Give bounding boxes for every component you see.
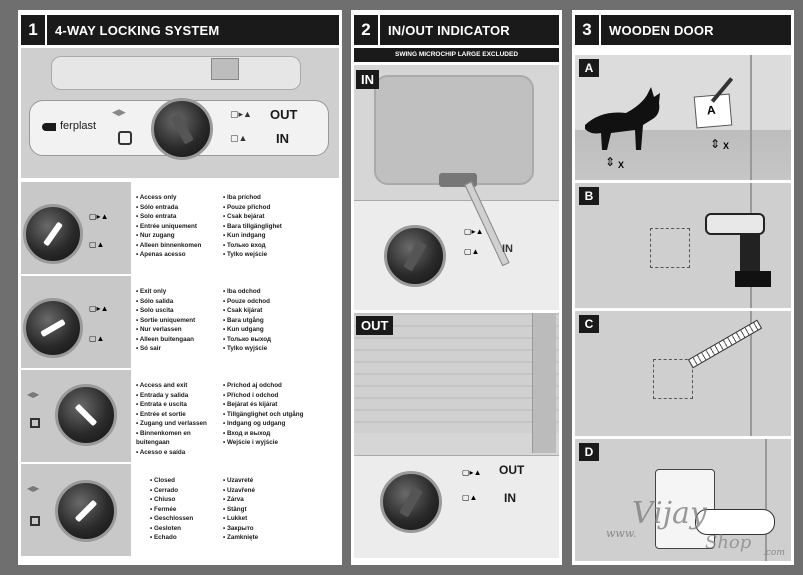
panel-header: 1 4-WAY LOCKING SYSTEM: [21, 15, 339, 45]
door-out-icon: ▢▸▲: [89, 304, 109, 313]
mode-closed-text-col2: UzavretéUzavřenéZárvaStängtLukketЗакрыто…: [223, 476, 258, 543]
panel-title: 4-WAY LOCKING SYSTEM: [55, 22, 220, 38]
door-in-icon: ▢▲: [89, 240, 105, 249]
hand-icon: [695, 509, 775, 535]
out-label: OUT: [270, 107, 298, 122]
watermark-shop: Shop: [705, 532, 752, 553]
lock-knob: [151, 98, 213, 160]
mode-closed-image: ◀▶: [21, 464, 131, 556]
lock-overview-image: ferplast ◀▶ ▢▸▲ ▢▲ OUT IN: [21, 48, 339, 178]
arrows-icon: ◀▶: [112, 107, 126, 117]
panel-number: 1: [21, 15, 47, 45]
panel-wooden-door: 3 WOODEN DOOR A ⇕ X ⇕ X A B C: [572, 10, 794, 565]
lock-icon: [30, 418, 40, 428]
mode-exit-image: ▢▸▲ ▢▲: [21, 276, 131, 368]
out-label: OUT: [499, 463, 525, 477]
mode-access-text-col1: Access onlySólo entradaSolo entrataEntré…: [136, 193, 202, 260]
step-c-label: C: [579, 315, 599, 333]
step-b-image: [575, 183, 791, 308]
in-label: IN: [504, 491, 516, 505]
mode-both-text-col2: Príchod aj odchodPříchod i odchodBejárat…: [223, 381, 333, 448]
panel-title: WOODEN DOOR: [609, 22, 714, 38]
panel-4-way-locking: 1 4-WAY LOCKING SYSTEM ferplast ◀▶ ▢▸▲ ▢…: [18, 10, 342, 565]
panel-in-out-indicator: 2 IN/OUT INDICATOR SWING MICROCHIP LARGE…: [351, 10, 562, 565]
door-in-icon: ▢▲: [230, 133, 248, 143]
watermark-com: .com: [763, 548, 785, 558]
mode-access-image: ▢▸▲ ▢▲: [21, 182, 131, 274]
step-a-label: A: [579, 59, 599, 77]
panel-title: IN/OUT INDICATOR: [388, 22, 510, 38]
indicator-in-image: ▢▸▲ ▢▲ IN: [354, 65, 559, 310]
lock-icon: [118, 131, 132, 145]
mode-closed-text-col1: ClosedCerradoChiusoFerméeGeschlossenGesl…: [150, 476, 193, 543]
mode-exit-text-col2: Iba odchodPouze odchodCsak kijáratBara u…: [223, 287, 271, 354]
panel-header: 2 IN/OUT INDICATOR: [354, 15, 559, 45]
watermark-www: www.: [606, 527, 637, 540]
door-out-icon: ▢▸▲: [89, 212, 109, 221]
watermark-name: Vijay: [632, 496, 707, 531]
drill-icon: [705, 213, 765, 235]
brand-logo: ferplast: [60, 120, 97, 132]
height-arrow-icon: ⇕: [605, 155, 616, 169]
in-tag: IN: [356, 70, 379, 89]
cat-silhouette: [585, 87, 660, 150]
mode-exit-text-col1: Exit onlySólo salidaSolo uscitaSortie un…: [136, 287, 196, 354]
panel-number: 2: [354, 15, 380, 45]
in-label: IN: [276, 131, 289, 146]
mode-both-image: ◀▶: [21, 370, 131, 462]
fish-logo-icon: [42, 123, 56, 131]
height-arrow-icon: ⇕: [710, 137, 721, 151]
arrows-icon: ◀▶: [27, 484, 40, 493]
panel-number: 3: [575, 15, 601, 45]
mode-access-text-col2: Iba príchodPouze příchodCsak bejáratBara…: [223, 193, 282, 260]
indicator-out-image: ▢▸▲ ▢▲ OUT IN: [354, 313, 559, 558]
exclusion-note: SWING MICROCHIP LARGE EXCLUDED: [354, 48, 559, 62]
partial-in-label: IN: [502, 243, 513, 255]
arrows-icon: ◀▶: [27, 390, 40, 399]
step-b-label: B: [579, 187, 599, 205]
panel-header: 3 WOODEN DOOR: [575, 15, 791, 45]
door-out-icon: ▢▸▲: [230, 109, 252, 119]
lock-icon: [30, 516, 40, 526]
step-d-label: D: [579, 443, 599, 461]
mode-both-text-col1: Access and exitEntrada y salidaEntrata e…: [136, 381, 216, 457]
out-tag: OUT: [356, 316, 394, 335]
door-in-icon: ▢▲: [89, 334, 105, 343]
step-a-image: A ⇕ X ⇕ X: [575, 55, 791, 180]
step-d-image: [575, 439, 791, 561]
step-c-image: [575, 311, 791, 436]
